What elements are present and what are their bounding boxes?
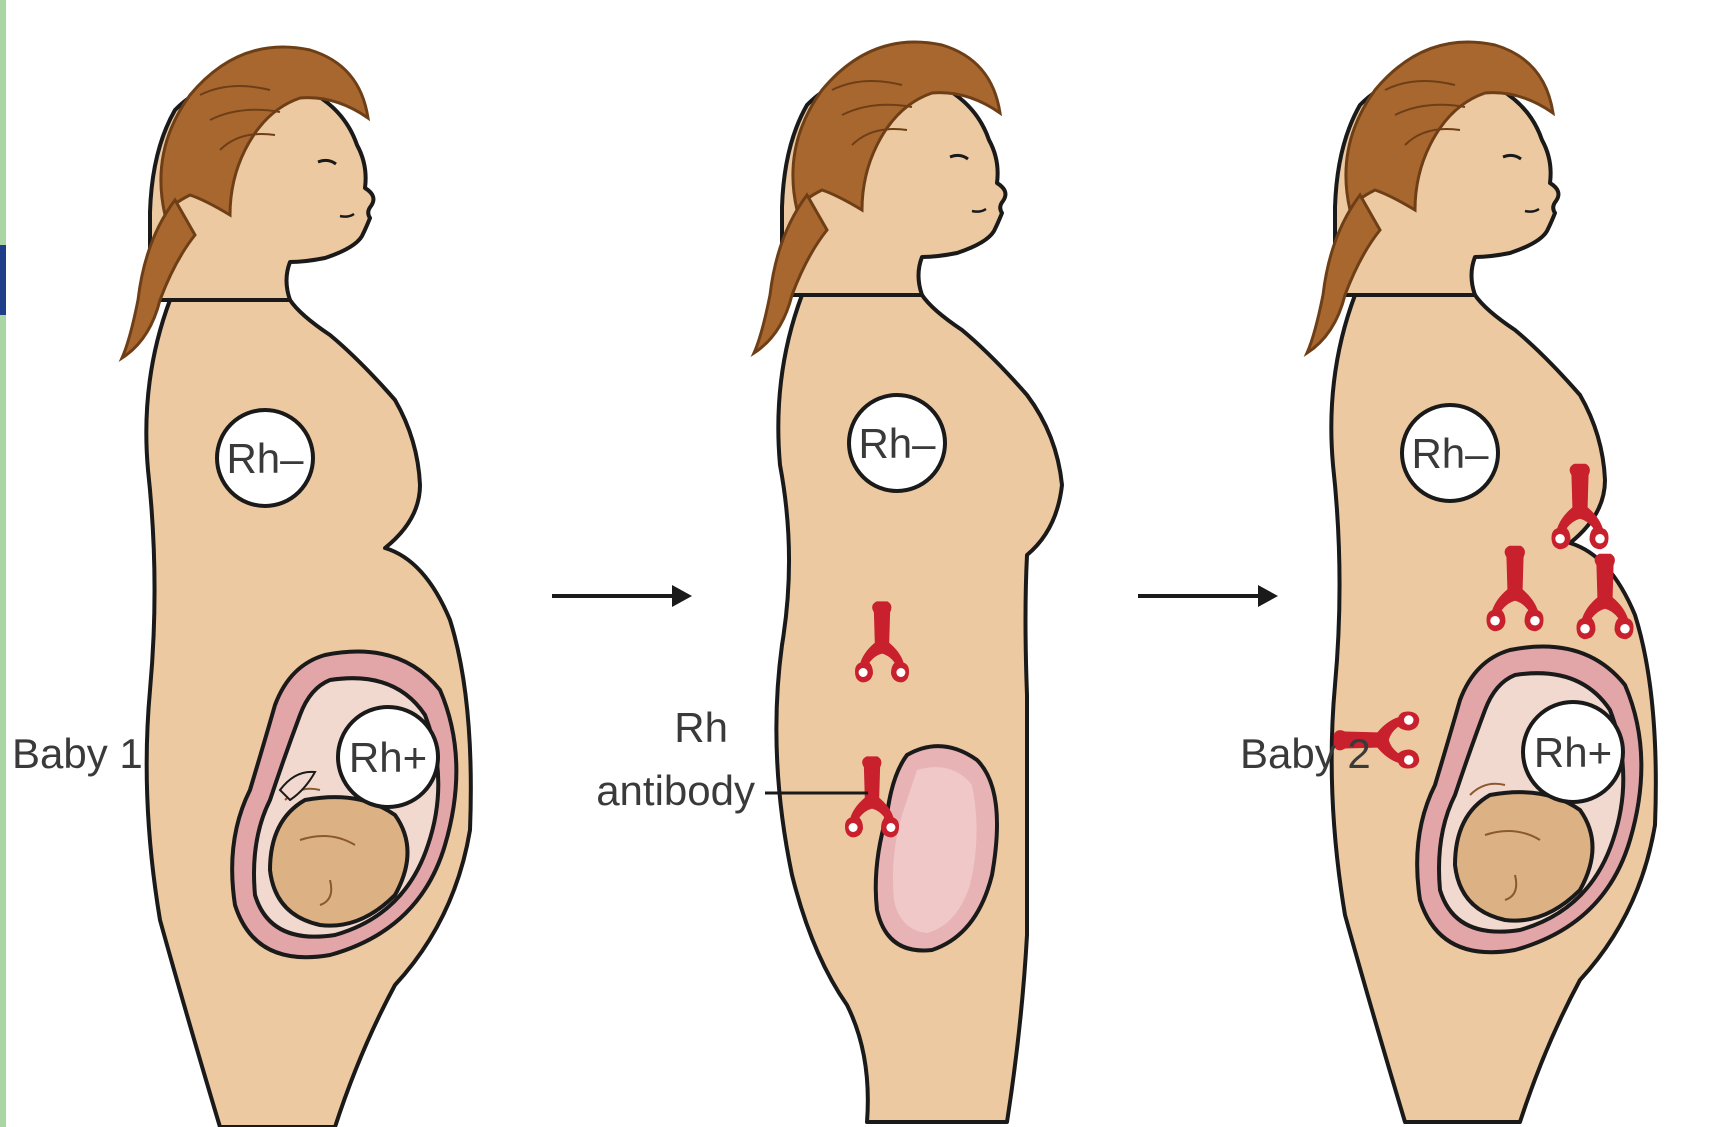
mother-rh-label: Rh– (858, 420, 936, 467)
baby-rh-label: Rh+ (349, 734, 427, 781)
edge-bar-blue (0, 245, 6, 315)
edge-bar-green (0, 0, 6, 1127)
panel-first-pregnancy: Rh– Rh+ Baby 1 (12, 47, 471, 1127)
arrow-right (1138, 585, 1278, 607)
mother-rh-label: Rh– (226, 435, 304, 482)
panel-second-pregnancy: Rh– Rh+ (1307, 42, 1656, 1122)
panel-after-delivery: Rh– (754, 42, 1062, 1122)
antibody-label-line1: Rh (674, 704, 728, 751)
baby-label: Baby 2 (1240, 730, 1371, 777)
baby-label: Baby 1 (12, 730, 143, 777)
mother-rh-label: Rh– (1411, 430, 1489, 477)
baby-rh-label: Rh+ (1534, 729, 1612, 776)
antibody-label-line2: antibody (596, 767, 755, 814)
arrow-right (552, 585, 692, 607)
